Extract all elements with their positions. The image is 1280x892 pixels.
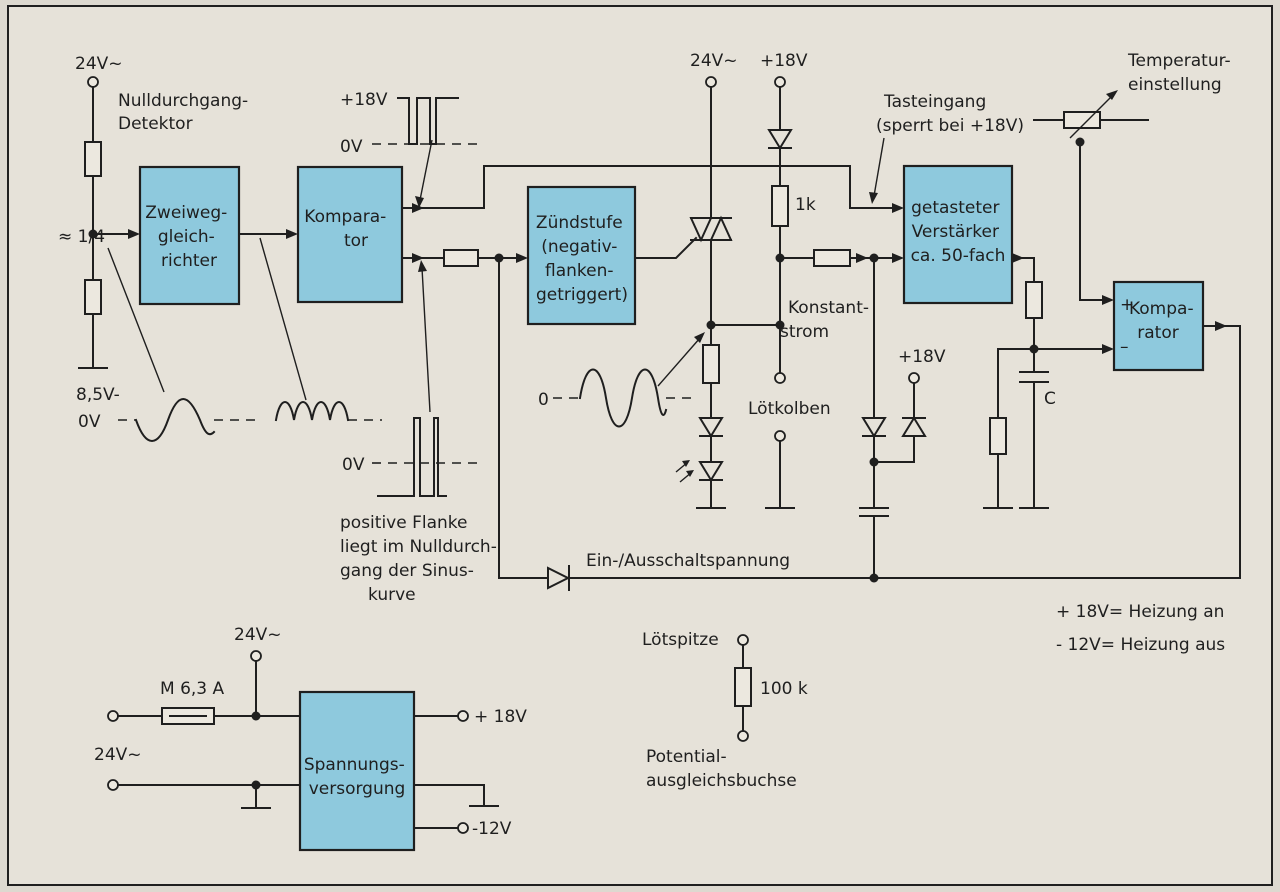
comparator-block (296, 165, 404, 304)
resistor-1k (771, 185, 789, 227)
resistor-100k-label: 100 k (760, 679, 808, 699)
heating-on-label: + 18V= Heizung an (1056, 602, 1224, 622)
zero-level-label: 0 (538, 390, 549, 410)
pulse-plus18-label: +18V (340, 90, 388, 110)
divider-ratio-label: ≈ 1/4 (58, 227, 105, 247)
power-supply-label: Spannungs- versorgung (304, 755, 410, 799)
temperature-setting-label: Temperatur- einstellung (1127, 51, 1236, 95)
triac-supply-label: 24V~ (690, 51, 738, 71)
pulse-zero-top-label: 0V (340, 137, 363, 157)
triac-symbol (634, 86, 733, 346)
triac-sine-waveform (578, 368, 668, 428)
key-input-label: Tasteingang (sperrt bei +18V) (876, 92, 1024, 136)
clamp-diode (901, 416, 927, 437)
rectified-waveform (274, 401, 350, 422)
output-plus18-label: + 18V (474, 707, 527, 727)
sine-waveform (134, 398, 216, 442)
pulse-waveform-top (397, 97, 459, 145)
power-supply-block (298, 690, 416, 852)
plus18-top-label: +18V (760, 51, 808, 71)
full-wave-rectifier-label: Zweiweg- gleich- richter (145, 203, 232, 271)
solder-tip-label: Lötspitze (642, 630, 719, 650)
output-minus12-label: -12V (472, 819, 512, 839)
temperature-potentiometer (1063, 111, 1101, 129)
wave-peak-label: 8,5V- (76, 385, 120, 405)
feedback-diode (547, 566, 571, 590)
comparator-label: Kompara- tor (304, 207, 391, 251)
resistor-1k-label: 1k (795, 195, 816, 215)
wave-base-label: 0V (78, 412, 101, 432)
on-off-voltage-label: Ein-/Ausschaltspannung (586, 551, 790, 571)
pulse-waveform-bottom (377, 417, 447, 497)
potential-socket-label: Potential- ausgleichsbuchse (646, 747, 797, 791)
supply-24v-top-label: 24V~ (234, 625, 282, 645)
supply-24v-left-label: 24V~ (94, 745, 142, 765)
resistor-100k (734, 667, 752, 707)
soldering-iron-label: Lötkolben (748, 399, 831, 419)
zero-crossing-detector-label: Nulldurchgang- Detektor (118, 91, 254, 134)
output-comparator-label: Kompa- rator (1129, 299, 1199, 343)
trigger-stage-block (526, 185, 637, 326)
trigger-stage-label: Zündstufe (negativ- flanken- getriggert) (536, 213, 628, 305)
led-symbol (698, 461, 724, 482)
capacitor-c (1019, 371, 1049, 509)
heating-off-label: - 12V= Heizung aus (1056, 635, 1225, 655)
diode-symbol (698, 417, 724, 438)
plus18-mid-label: +18V (898, 347, 946, 367)
gated-amplifier-block (902, 164, 1014, 305)
constant-current-label: Konstant- strom (780, 298, 874, 342)
fuse-label: M 6,3 A (160, 679, 225, 699)
full-wave-rectifier-block (138, 165, 241, 306)
comparator-minus-label: – (1120, 337, 1129, 357)
gated-amplifier-label: getasteter Verstärker ca. 50-fach (911, 198, 1006, 266)
output-comparator-block (1112, 280, 1205, 372)
comparator-plus-label: + (1120, 295, 1134, 315)
positive-edge-note: positive Flanke liegt im Nulldurch- gang… (340, 513, 502, 605)
input-voltage-label: 24V~ (75, 54, 123, 74)
pulse-zero-bottom-label: 0V (342, 455, 365, 475)
diagram-frame (7, 5, 1273, 886)
capacitor-c-label: C (1044, 389, 1056, 409)
